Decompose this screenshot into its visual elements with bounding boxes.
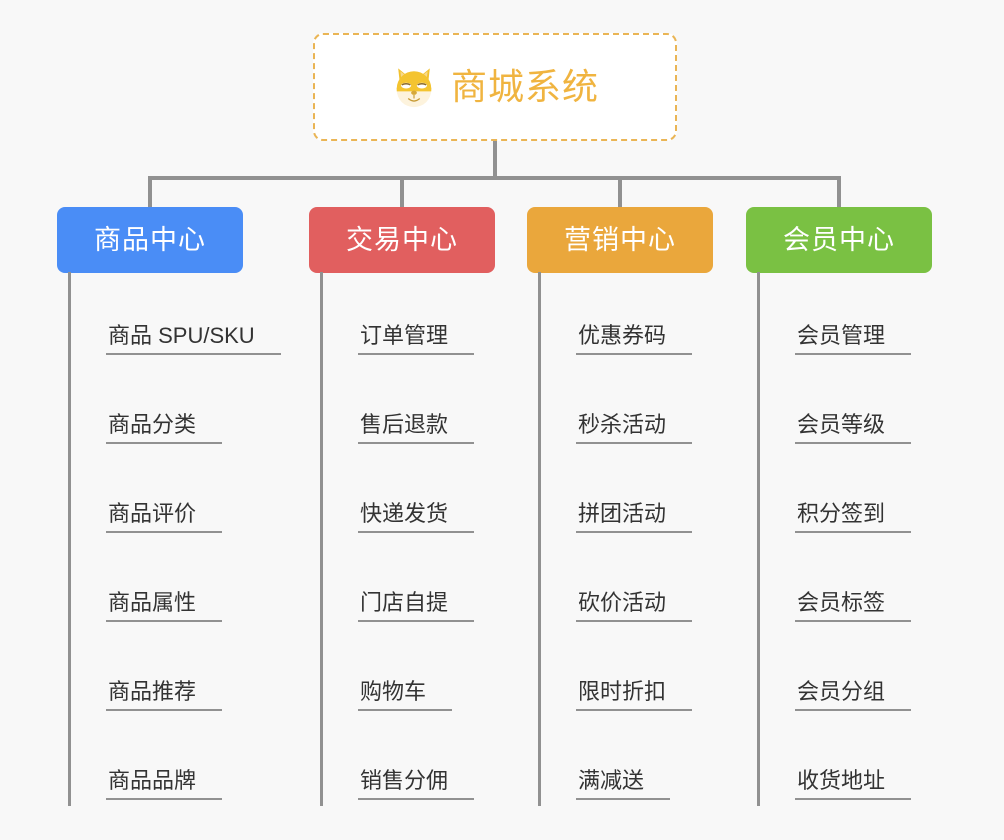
list-item-label: 会员分组: [795, 679, 912, 711]
branch-items-3: 优惠券码 秒杀活动 拼团活动 砍价活动 限时折扣 满减送: [538, 272, 758, 806]
connector-horizontal-bus: [148, 176, 841, 180]
list-item-label: 购物车: [358, 679, 453, 711]
list-item-label: 砍价活动: [576, 590, 693, 622]
list-item-label: 商品 SPU/SKU: [106, 323, 281, 355]
list-item-label: 会员管理: [795, 323, 912, 355]
list-item[interactable]: 秒杀活动: [538, 361, 758, 450]
list-item-label: 满减送: [576, 768, 671, 800]
column-spine: [320, 272, 323, 806]
list-item-label: 积分签到: [795, 501, 912, 533]
branch-header-3[interactable]: 营销中心: [527, 207, 713, 273]
branch-header-1[interactable]: 商品中心: [57, 207, 243, 273]
list-item-label: 商品品牌: [106, 768, 223, 800]
column-spine: [538, 272, 541, 806]
list-item-label: 秒杀活动: [576, 412, 693, 444]
column-spine: [68, 272, 71, 806]
list-item[interactable]: 商品分类: [68, 361, 288, 450]
list-item[interactable]: 商品品牌: [68, 717, 288, 806]
list-item[interactable]: 会员管理: [757, 272, 977, 361]
list-item[interactable]: 砍价活动: [538, 539, 758, 628]
root-title: 商城系统: [450, 66, 599, 107]
list-item[interactable]: 商品推荐: [68, 628, 288, 717]
root-node[interactable]: 商城系统: [313, 33, 677, 141]
branch-items-4: 会员管理 会员等级 积分签到 会员标签 会员分组 收货地址: [757, 272, 977, 806]
list-item[interactable]: 快递发货: [320, 450, 540, 539]
list-item[interactable]: 会员分组: [757, 628, 977, 717]
list-item-label: 拼团活动: [576, 501, 693, 533]
branch-items-2: 订单管理 售后退款 快递发货 门店自提 购物车 销售分佣: [320, 272, 540, 806]
list-item-label: 会员标签: [795, 590, 912, 622]
connector-drop-branch-3: [618, 176, 622, 208]
list-item[interactable]: 商品属性: [68, 539, 288, 628]
list-item[interactable]: 优惠券码: [538, 272, 758, 361]
list-item-label: 订单管理: [358, 323, 475, 355]
branch-header-label: 交易中心: [346, 224, 458, 255]
list-item[interactable]: 限时折扣: [538, 628, 758, 717]
connector-drop-branch-4: [837, 176, 841, 208]
list-item[interactable]: 会员标签: [757, 539, 977, 628]
branch-header-label: 商品中心: [94, 224, 206, 255]
list-item[interactable]: 商品评价: [68, 450, 288, 539]
list-item-label: 快递发货: [358, 501, 475, 533]
branch-header-label: 会员中心: [783, 224, 895, 255]
branch-items-1: 商品 SPU/SKU 商品分类 商品评价 商品属性 商品推荐 商品品牌: [68, 272, 288, 806]
list-item[interactable]: 购物车: [320, 628, 540, 717]
list-item-label: 商品分类: [106, 412, 223, 444]
list-item-label: 商品评价: [106, 501, 223, 533]
list-item[interactable]: 积分签到: [757, 450, 977, 539]
list-item[interactable]: 商品 SPU/SKU: [68, 272, 288, 361]
list-item-label: 限时折扣: [576, 679, 693, 711]
connector-root-stem: [493, 141, 497, 179]
column-spine: [757, 272, 760, 806]
list-item-label: 销售分佣: [358, 768, 475, 800]
list-item[interactable]: 订单管理: [320, 272, 540, 361]
list-item-label: 商品推荐: [106, 679, 223, 711]
list-item-label: 优惠券码: [576, 323, 693, 355]
list-item[interactable]: 门店自提: [320, 539, 540, 628]
list-item[interactable]: 收货地址: [757, 717, 977, 806]
connector-drop-branch-2: [400, 176, 404, 208]
list-item[interactable]: 满减送: [538, 717, 758, 806]
branch-header-2[interactable]: 交易中心: [309, 207, 495, 273]
list-item[interactable]: 销售分佣: [320, 717, 540, 806]
list-item-label: 商品属性: [106, 590, 223, 622]
branch-header-label: 营销中心: [564, 224, 676, 255]
list-item[interactable]: 拼团活动: [538, 450, 758, 539]
list-item-label: 收货地址: [795, 768, 912, 800]
shiba-dog-icon: [396, 68, 432, 108]
list-item-label: 会员等级: [795, 412, 912, 444]
branch-header-4[interactable]: 会员中心: [746, 207, 932, 273]
list-item[interactable]: 会员等级: [757, 361, 977, 450]
list-item-label: 售后退款: [358, 412, 475, 444]
connector-drop-branch-1: [148, 176, 152, 208]
list-item[interactable]: 售后退款: [320, 361, 540, 450]
list-item-label: 门店自提: [358, 590, 475, 622]
